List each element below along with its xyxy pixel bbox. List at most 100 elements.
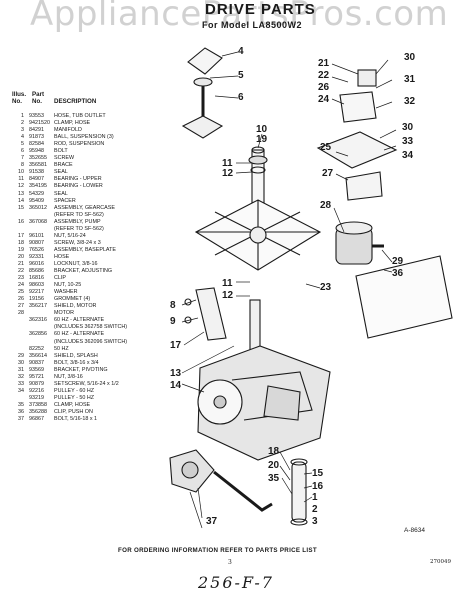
part-description: ASSEMBLY, BASEPLATE — [54, 246, 117, 253]
motor — [335, 221, 384, 265]
part-description: BOLT, 3/8-16 x 3/4 — [54, 359, 99, 366]
callout-label: 11 — [222, 278, 233, 289]
diagram-reference: A-8634 — [404, 527, 425, 534]
callout-label: 25 — [320, 142, 332, 153]
pump-hose — [169, 449, 308, 526]
callout-label: 4 — [238, 46, 244, 57]
callout-label: 14 — [170, 380, 182, 391]
callout-label: 1 — [312, 492, 318, 503]
parts-table-row: 37 96867 BOLT, 5/16-18 x 1 — [12, 416, 162, 423]
illus-number: 37 — [18, 416, 24, 423]
callout-label: 30 — [402, 122, 414, 133]
callout-label: 23 — [320, 282, 332, 293]
part-description: BOLT, 5/16-18 x 1 — [54, 416, 98, 423]
illus-number: 13 — [18, 190, 24, 197]
part-number: 367068 — [29, 218, 47, 225]
part-number: 16816 — [29, 275, 44, 282]
part-number: 95409 — [29, 197, 44, 204]
part-number: 82252 — [29, 345, 44, 352]
part-description: CLAMP, HOSE — [54, 401, 91, 408]
illus-number: 2 — [21, 120, 24, 127]
illus-number: 24 — [18, 282, 24, 289]
part-description: NUT, 10-25 — [54, 282, 82, 289]
part-description: PULLEY - 50 HZ — [54, 394, 95, 401]
part-description: SETSCREW, 5/16-24 x 1/2 — [54, 380, 119, 387]
illus-number: 7 — [21, 155, 24, 162]
callout-label: 33 — [402, 136, 414, 147]
part-number: 356614 — [29, 352, 47, 359]
header-description: DESCRIPTION — [54, 98, 97, 105]
callout-label: 9 — [170, 316, 176, 327]
part-description: (REFER TO SF-562) — [54, 225, 104, 232]
callout-label: 22 — [318, 70, 330, 81]
part-description: NUT, 5/16-24 — [54, 232, 86, 239]
part-description: WASHER — [54, 289, 78, 296]
part-number: 93219 — [29, 394, 44, 401]
callout-label: 6 — [238, 92, 244, 103]
part-number: 95721 — [29, 373, 44, 380]
callout-label: 17 — [170, 340, 182, 351]
ordering-info-footer: FOR ORDERING INFORMATION REFER TO PARTS … — [118, 547, 317, 554]
illus-number: 20 — [18, 253, 24, 260]
part-description: PULLEY - 60 HZ — [54, 387, 95, 394]
callout-label: 3 — [312, 516, 318, 527]
part-description: BOLT — [54, 148, 68, 155]
illus-number: 26 — [18, 296, 24, 303]
part-description: BRACE — [54, 162, 73, 169]
callout-label: 30 — [404, 52, 416, 63]
part-number: 362316 — [29, 317, 47, 324]
leader-lines — [181, 51, 397, 529]
part-description: MOTOR — [54, 310, 74, 317]
part-number: 96867 — [29, 416, 44, 423]
callout-label: 32 — [404, 96, 416, 107]
part-description: SCREW — [54, 155, 75, 162]
page-number: 3 — [228, 559, 232, 566]
part-description: (INCLUDES 362096 SWITCH) — [54, 338, 128, 345]
illus-number: 8 — [21, 162, 24, 169]
part-number: 9421520 — [29, 120, 50, 127]
suspension-rod-group — [181, 47, 224, 139]
part-number: 356217 — [29, 303, 47, 310]
illus-number: 17 — [18, 232, 24, 239]
part-number: 90879 — [29, 380, 44, 387]
illus-number: 12 — [18, 183, 24, 190]
illus-number: 15 — [18, 204, 24, 211]
part-description: BRACKET, PIVOTING — [54, 366, 108, 373]
part-description: GROMMET (4) — [54, 296, 91, 303]
part-number: 95948 — [29, 148, 44, 155]
callout-label: 16 — [312, 481, 324, 492]
part-number: 84907 — [29, 176, 44, 183]
part-number: 85686 — [29, 268, 44, 275]
part-number: 93553 — [29, 113, 44, 119]
part-number: 84291 — [29, 127, 44, 134]
watermark: AppliancePartsPros.com — [30, 0, 449, 34]
parts-table-row: (INCLUDES 362758 SWITCH) — [12, 324, 162, 331]
callout-label: 21 — [318, 58, 330, 69]
callout-label: 12 — [222, 290, 234, 301]
illus-number: 32 — [18, 373, 24, 380]
part-description: HOSE — [54, 253, 70, 260]
reference-number: 270049 — [430, 559, 451, 565]
part-number: 90807 — [29, 239, 44, 246]
part-description: NUT, 3/8-16 — [54, 373, 83, 380]
part-description: BEARING - LOWER — [54, 183, 103, 190]
model-line: For Model LA8500W2 — [202, 20, 303, 30]
callout-label: 12 — [222, 168, 234, 179]
